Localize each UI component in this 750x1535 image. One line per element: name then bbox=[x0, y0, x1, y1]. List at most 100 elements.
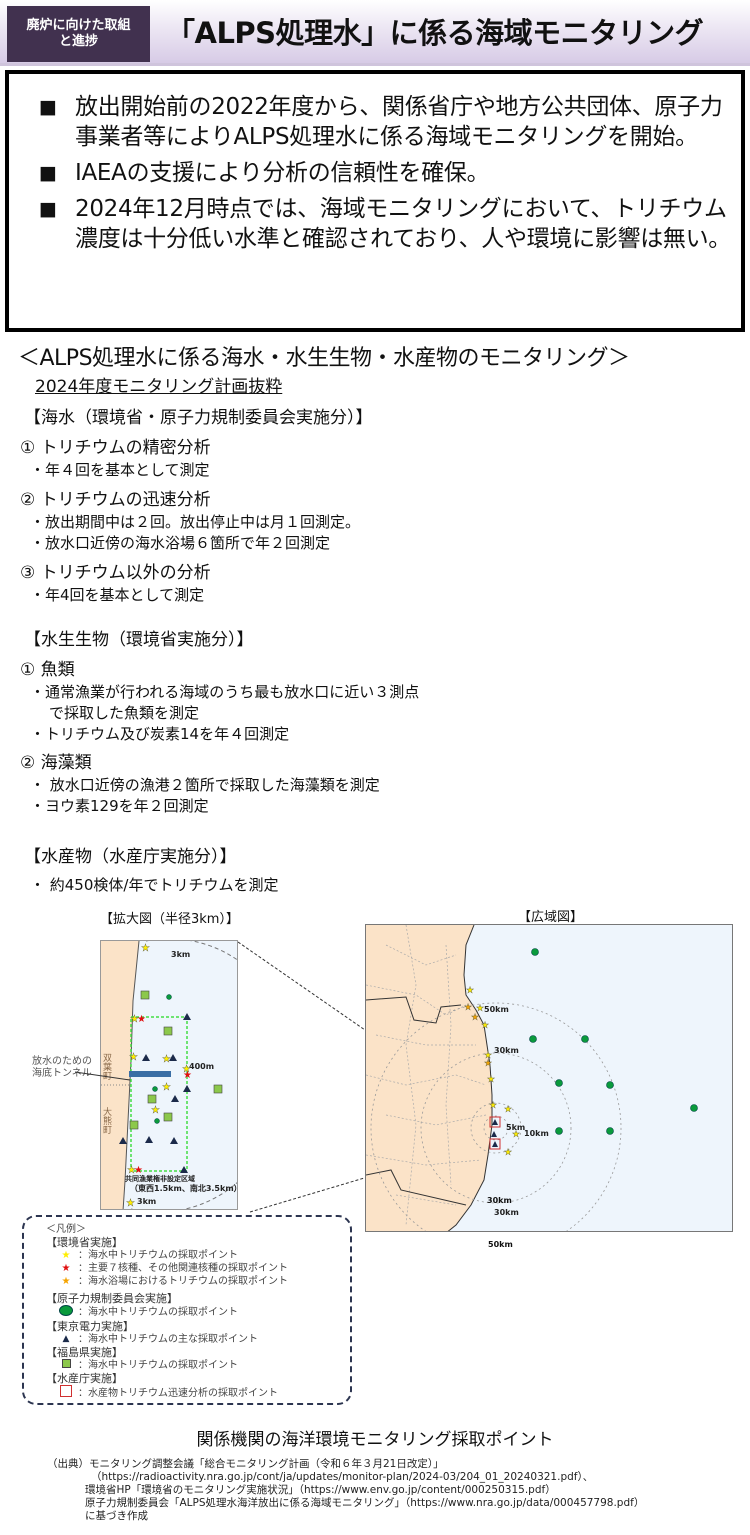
wide-map: 5km 10km 30km 50km 30km ★★★★ ★★★★★ ★★★ bbox=[365, 924, 733, 1232]
aquatic-sub1-point: ・トリチウム及び炭素14を年４回測定 bbox=[30, 725, 290, 743]
summary-text: 放出開始前の2022年度から、関係省庁や地方公共団体、原子力事業者等によりALP… bbox=[75, 94, 723, 150]
summary-text: 2024年12月時点では、海域モニタリングにおいて、トリチウム濃度は十分低い水準… bbox=[75, 196, 732, 252]
zoom-map-title: 【拡大図（半径3km）】 bbox=[100, 912, 239, 927]
svg-text:★: ★ bbox=[489, 1101, 497, 1111]
summary-item: ■ 2024年12月時点では、海域モニタリングにおいて、トリチウム濃度は十分低い… bbox=[39, 194, 731, 254]
green-circle-icon bbox=[58, 1305, 74, 1320]
seawater-sub3-point: ・年4回を基本として測定 bbox=[30, 586, 205, 604]
aquatic-sub2-point: ・ 放水口近傍の漁港２箇所で採取した海藻類を測定 bbox=[30, 776, 380, 794]
wide-map-50km-south: 50km bbox=[488, 1240, 513, 1249]
tunnel-label: 放水のための 海底トンネル bbox=[32, 1056, 92, 1079]
svg-text:双葉町: 双葉町 bbox=[101, 1053, 112, 1080]
svg-text:★: ★ bbox=[162, 1054, 171, 1065]
seawater-sub1: ① トリチウムの精密分析 bbox=[20, 438, 211, 458]
page-title: 「ALPS処理水」に係る海域モニタリング bbox=[166, 16, 704, 50]
svg-text:大熊町: 大熊町 bbox=[101, 1106, 112, 1134]
aquatic-sub2: ② 海藻類 bbox=[20, 753, 92, 773]
legend-group-moe: 【環境省実施】 bbox=[46, 1236, 123, 1249]
red-star-icon: ★ bbox=[61, 1263, 71, 1274]
seawater-sub3: ③ トリチウム以外の分析 bbox=[20, 563, 211, 583]
svg-text:30km: 30km bbox=[494, 1046, 519, 1055]
legend-item: ：水産物トリチウム迅速分析の採取ポイント bbox=[46, 1385, 350, 1401]
source-line: 原子力規制委員会「ALPS処理水海洋放出に係る海域モニタリング」（https:/… bbox=[85, 1497, 645, 1509]
svg-text:★: ★ bbox=[504, 1148, 512, 1158]
legend-group-fukushima: 【福島県実施】 bbox=[46, 1346, 123, 1359]
svg-text:★: ★ bbox=[182, 1064, 191, 1075]
zoom-map: 3km 3km 双葉町 大熊町 400m 共同漁業権非設定区域 ★★★★ ★★★… bbox=[100, 940, 238, 1210]
legend-group-fisheries: 【水産庁実施】 bbox=[46, 1372, 123, 1385]
svg-text:50km: 50km bbox=[484, 1005, 509, 1014]
monitoring-heading: ＜ALPS処理水に係る海水・水生生物・水産物のモニタリング＞ bbox=[18, 346, 630, 371]
seawater-sub2-point: ・放水口近傍の海水浴場６箇所で年２回測定 bbox=[30, 534, 331, 552]
svg-text:400m: 400m bbox=[189, 1062, 214, 1071]
svg-text:★: ★ bbox=[134, 1165, 143, 1176]
svg-text:★: ★ bbox=[512, 1130, 520, 1140]
fishery-point: ・ 約450検体/年でトリチウムを測定 bbox=[30, 876, 279, 894]
svg-text:3km: 3km bbox=[137, 1197, 156, 1206]
svg-text:★: ★ bbox=[129, 1052, 138, 1063]
seawater-section: 【海水（環境省・原子力規制委員会実施分）】 ① トリチウムの精密分析 ・年４回を… bbox=[20, 406, 373, 606]
wide-map-title: 【広域図】 bbox=[518, 910, 584, 925]
section-tag: 廃炉に向けた取組 と進捗 bbox=[7, 6, 150, 62]
seawater-title: 【海水（環境省・原子力規制委員会実施分）】 bbox=[24, 408, 373, 428]
legend-group-tepco: 【東京電力実施】 bbox=[46, 1320, 134, 1333]
section-tag-line2: と進捗 bbox=[58, 34, 98, 49]
aquatic-sub2-point: ・ヨウ素129を年２回測定 bbox=[30, 797, 209, 815]
map-legend: ＜凡例＞ 【環境省実施】 ★：海水中トリチウムの採取ポイント ★：主要７核種、そ… bbox=[22, 1215, 352, 1405]
svg-text:10km: 10km bbox=[524, 1129, 549, 1138]
navy-triangle-icon: ▲ bbox=[62, 1334, 70, 1344]
legend-item: ：海水中トリチウムの採取ポイント bbox=[46, 1359, 350, 1372]
seawater-sub1-point: ・年４回を基本として測定 bbox=[30, 461, 210, 479]
source-label: （出典） bbox=[47, 1458, 89, 1470]
green-square-icon bbox=[58, 1359, 74, 1372]
source-line: に基づき作成 bbox=[85, 1510, 148, 1522]
legend-item: ★：海水浴場におけるトリチウムの採取ポイント bbox=[46, 1275, 350, 1288]
aquatic-sub1: ① 魚類 bbox=[20, 660, 75, 680]
summary-text: IAEAの支援により分析の信頼性を確保。 bbox=[75, 160, 490, 186]
summary-item: ■ IAEAの支援により分析の信頼性を確保。 bbox=[39, 158, 731, 188]
svg-text:共同漁業権非設定区域: 共同漁業権非設定区域 bbox=[125, 1174, 195, 1183]
svg-text:3km: 3km bbox=[171, 950, 190, 959]
yellow-star-icon: ★ bbox=[61, 1250, 71, 1261]
square-bullet-icon: ■ bbox=[39, 198, 57, 220]
svg-text:★: ★ bbox=[484, 1059, 492, 1069]
svg-text:★: ★ bbox=[127, 1165, 136, 1176]
seawater-sub2: ② トリチウムの迅速分析 bbox=[20, 490, 211, 510]
svg-text:★: ★ bbox=[484, 1051, 492, 1061]
svg-text:★: ★ bbox=[466, 986, 474, 996]
fishery-section: 【水産物（水産庁実施分）】 ・ 約450検体/年でトリチウムを測定 bbox=[20, 845, 278, 896]
legend-item: ★：海水中トリチウムの採取ポイント bbox=[46, 1249, 350, 1262]
summary-item: ■ 放出開始前の2022年度から、関係省庁や地方公共団体、原子力事業者等によりA… bbox=[39, 92, 731, 152]
svg-text:★: ★ bbox=[464, 1003, 472, 1013]
aquatic-title: 【水生生物（環境省実施分）】 bbox=[24, 630, 254, 650]
svg-text:★: ★ bbox=[487, 1075, 495, 1085]
square-bullet-icon: ■ bbox=[39, 96, 57, 118]
legend-item: ★：主要７核種、その他関連核種の採取ポイント bbox=[46, 1262, 350, 1275]
svg-text:★: ★ bbox=[481, 1021, 489, 1031]
svg-text:★: ★ bbox=[126, 1198, 135, 1209]
legend-item: ：海水中トリチウムの採取ポイント bbox=[46, 1305, 350, 1320]
svg-text:30km: 30km bbox=[494, 1208, 519, 1217]
section-tag-line1: 廃炉に向けた取組 bbox=[26, 18, 131, 33]
figure-caption: 関係機関の海洋環境モニタリング採取ポイント bbox=[196, 1430, 554, 1450]
svg-text:★: ★ bbox=[130, 1014, 139, 1025]
seawater-sub2-point: ・放出期間中は２回。放出停止中は月１回測定。 bbox=[30, 513, 361, 531]
svg-text:★: ★ bbox=[137, 1014, 146, 1025]
aquatic-sub1-point: ・通常漁業が行われる海域のうち最も放水口に近い３測点 bbox=[30, 683, 420, 701]
svg-text:★: ★ bbox=[151, 1105, 160, 1116]
svg-text:★: ★ bbox=[504, 1105, 512, 1115]
svg-text:5km: 5km bbox=[506, 1123, 525, 1132]
svg-text:★: ★ bbox=[141, 943, 150, 954]
svg-text:★: ★ bbox=[476, 1004, 484, 1014]
source-citation: （出典）モニタリング調整会議「総合モニタリング計画（令和６年３月21日改定）」 … bbox=[47, 1458, 644, 1523]
orange-star-icon: ★ bbox=[61, 1276, 71, 1287]
wide-map-canvas: 5km 10km 30km 50km 30km ★★★★ ★★★★★ ★★★ bbox=[366, 925, 698, 1231]
summary-box: ■ 放出開始前の2022年度から、関係省庁や地方公共団体、原子力事業者等によりA… bbox=[5, 70, 745, 332]
aquatic-sub1-point-cont: で採取した魚類を測定 bbox=[49, 704, 200, 722]
zone-label-sub: （東西1.5km、南北3.5km） bbox=[130, 1184, 242, 1193]
source-line: （https://radioactivity.nra.go.jp/cont/ja… bbox=[91, 1471, 594, 1483]
page-header: 廃炉に向けた取組 と進捗 「ALPS処理水」に係る海域モニタリング bbox=[0, 0, 750, 66]
legend-group-nra: 【原子力規制委員会実施】 bbox=[46, 1292, 178, 1305]
plan-subtitle: 2024年度モニタリング計画抜粋 bbox=[35, 377, 283, 397]
aquatic-section: 【水生生物（環境省実施分）】 ① 魚類 ・通常漁業が行われる海域のうち最も放水口… bbox=[20, 628, 419, 817]
